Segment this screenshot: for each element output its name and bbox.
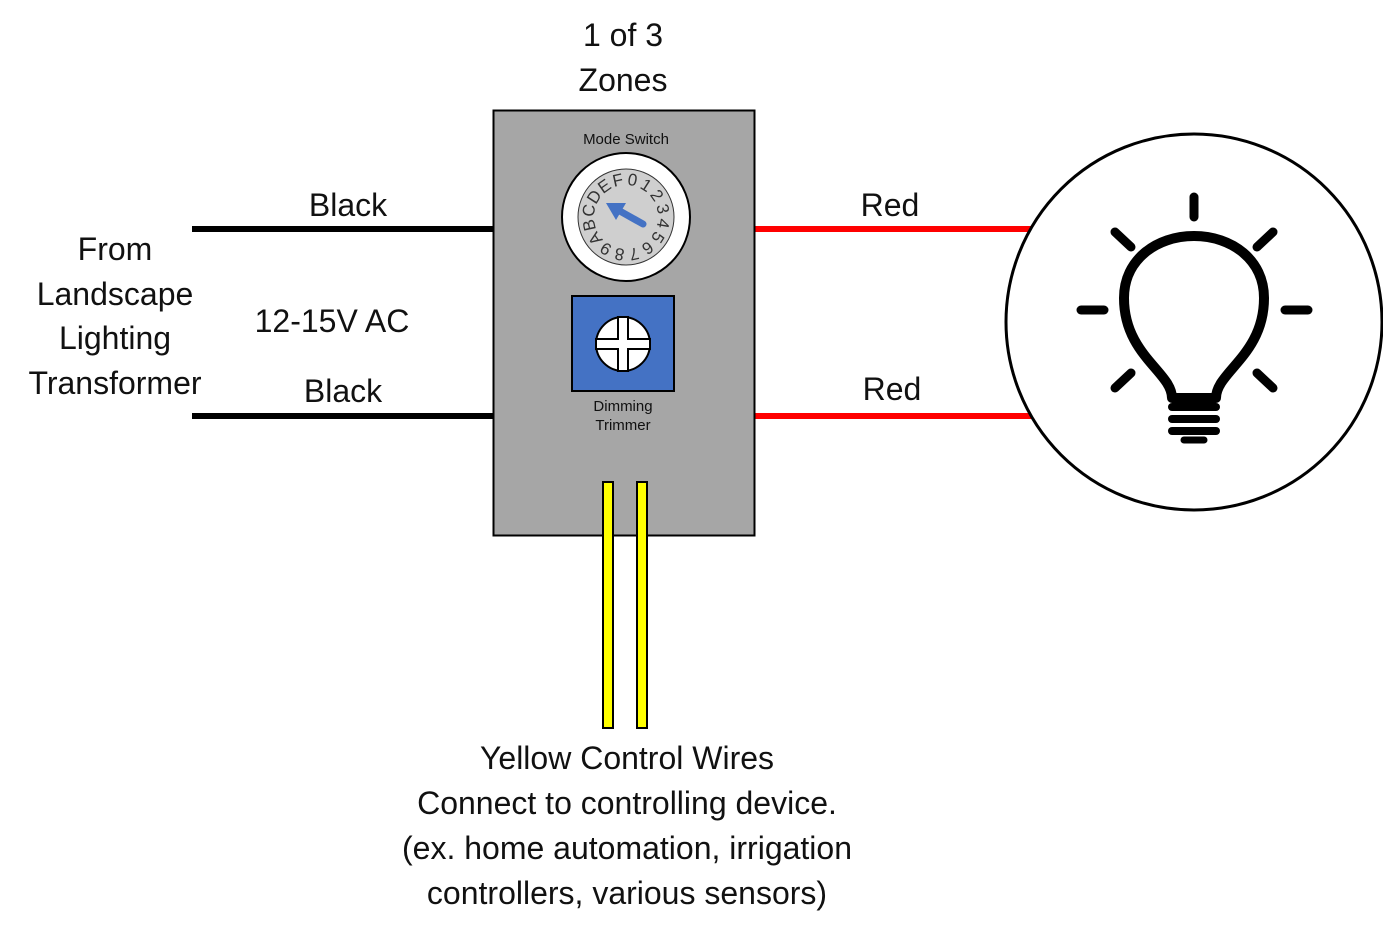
voltage-label: 12-15V AC	[254, 303, 410, 339]
light-bulb-icon	[1076, 192, 1313, 444]
wire-label-black-bottom: Black	[303, 373, 383, 409]
screw-head-icon	[595, 316, 651, 372]
dial-digit: C	[579, 203, 600, 218]
yellow-wire-right	[636, 481, 648, 729]
yellow-wire-left	[602, 481, 614, 729]
lamp-circle	[1004, 132, 1383, 512]
dimming-label-line2: Trimmer	[595, 417, 651, 434]
source-label-line2: Landscape	[36, 276, 194, 312]
control-label-line2: Connect to controlling device.	[417, 785, 837, 821]
source-label-line4: Transformer	[28, 365, 202, 401]
wire-label-red-top: Red	[860, 187, 920, 223]
source-label-line3: Lighting	[58, 320, 172, 356]
zones-label-line2: Zones	[578, 62, 668, 98]
control-label-line1: Yellow Control Wires	[479, 740, 775, 776]
dial-digit: 3	[652, 202, 673, 215]
dial-digit: F	[611, 170, 625, 191]
dial-digit: 7	[627, 243, 640, 264]
wire-label-red-bottom: Red	[862, 371, 922, 407]
dial-digit: 4	[653, 217, 673, 230]
dial-digit: 8	[613, 244, 626, 264]
dial-digit: 0	[626, 170, 639, 190]
dimming-label-line1: Dimming	[593, 398, 653, 415]
wire-label-black-top: Black	[308, 187, 388, 223]
control-label-line4: controllers, various sensors)	[426, 875, 828, 911]
mode-switch-label: Mode Switch	[583, 131, 669, 148]
control-label-line3: (ex. home automation, irrigation	[402, 830, 852, 866]
zones-label-line1: 1 of 3	[582, 17, 664, 53]
dial-digit: B	[579, 217, 600, 232]
source-label-line1: From	[77, 231, 153, 267]
